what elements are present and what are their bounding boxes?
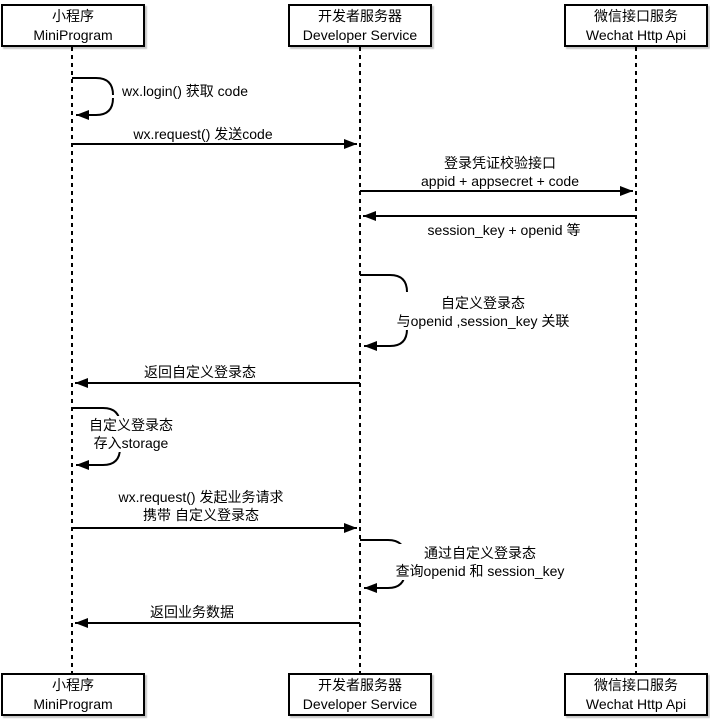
message-label-query-openid: 通过自定义登录态 查询openid 和 session_key <box>393 544 567 580</box>
actor-name-zh: 微信接口服务 <box>594 676 678 693</box>
actor-box-developer-service-bottom: 开发者服务器 Developer Service <box>288 673 432 716</box>
message-text: 存入storage <box>93 435 169 451</box>
selfloop-arrow-wx-login <box>72 77 114 115</box>
actor-name-en: Wechat Http Api <box>585 26 687 43</box>
message-label-store-storage: 自定义登录态 存入storage <box>87 416 175 452</box>
message-label-custom-login-state: 自定义登录态 与openid ,session_key 关联 <box>394 294 572 330</box>
message-text: wx.request() 发起业务请求 <box>118 489 284 505</box>
message-text: appid + appsecret + code <box>420 173 580 189</box>
message-label-send-code: wx.request() 发送code <box>131 125 275 143</box>
message-label-wx-login: wx.login() 获取 code <box>119 82 251 100</box>
actor-box-wechat-http-api-bottom: 微信接口服务 Wechat Http Api <box>564 673 708 716</box>
selfloop-arrow-custom-login-state <box>360 274 408 346</box>
message-text: 自定义登录态 <box>89 417 173 433</box>
message-text: 登录凭证校验接口 <box>443 155 556 171</box>
actor-name-en: Developer Service <box>302 695 418 712</box>
message-text: session_key + openid 等 <box>427 222 581 238</box>
message-text: wx.request() 发送code <box>133 126 273 142</box>
message-text: 自定义登录态 <box>440 295 525 311</box>
actor-box-developer-service-top: 开发者服务器 Developer Service <box>288 4 432 47</box>
message-text: 查询openid 和 session_key <box>395 563 565 579</box>
message-label-return-login-state: 返回自定义登录态 <box>142 363 258 381</box>
actor-name-en: Wechat Http Api <box>585 695 687 712</box>
actor-name-en: MiniProgram <box>33 26 113 43</box>
actor-box-miniprogram-bottom: 小程序 MiniProgram <box>1 673 145 716</box>
actor-box-wechat-http-api-top: 微信接口服务 Wechat Http Api <box>564 4 708 47</box>
message-label-business-request: wx.request() 发起业务请求 携带 自定义登录态 <box>116 488 286 524</box>
actor-name-zh: 微信接口服务 <box>594 7 678 24</box>
message-text: 与openid ,session_key 关联 <box>396 313 570 329</box>
actor-name-zh: 开发者服务器 <box>318 676 402 693</box>
message-label-code2session: 登录凭证校验接口 appid + appsecret + code <box>418 154 582 190</box>
message-text: 返回自定义登录态 <box>144 364 256 380</box>
message-label-return-business-data: 返回业务数据 <box>148 603 236 621</box>
actor-name-zh: 小程序 <box>52 676 94 693</box>
message-text: 携带 自定义登录态 <box>143 507 259 523</box>
actor-name-zh: 开发者服务器 <box>318 7 402 24</box>
actor-name-en: MiniProgram <box>33 695 113 712</box>
actor-name-zh: 小程序 <box>52 7 94 24</box>
actor-box-miniprogram-top: 小程序 MiniProgram <box>1 4 145 47</box>
actor-name-en: Developer Service <box>302 26 418 43</box>
message-text: 返回业务数据 <box>150 604 234 620</box>
message-text: wx.login() 获取 code <box>121 83 249 99</box>
message-text: 通过自定义登录态 <box>424 545 536 561</box>
message-label-sessionkey: session_key + openid 等 <box>425 221 583 239</box>
